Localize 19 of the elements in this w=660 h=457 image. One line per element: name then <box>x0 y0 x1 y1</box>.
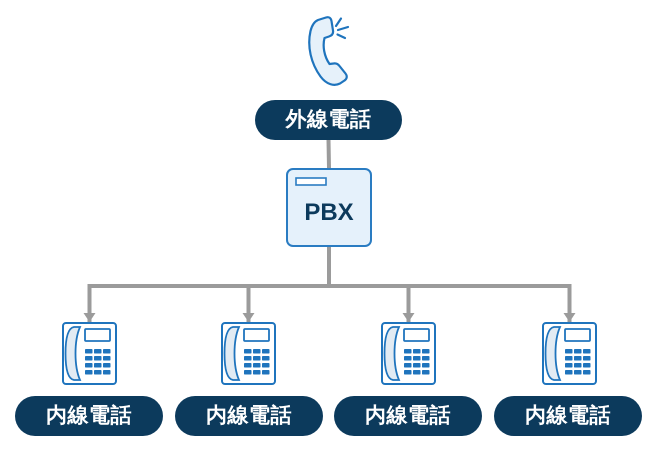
arrow <box>408 284 576 322</box>
connector-line <box>248 284 329 288</box>
arrow <box>402 286 414 322</box>
external-line-label: 外線電話 <box>255 100 402 140</box>
arrow <box>242 286 254 322</box>
extension-line-label: 内線電話 <box>334 396 482 436</box>
pbx-label: PBX <box>304 199 354 227</box>
extension-line-label: 内線電話 <box>15 396 163 436</box>
extension-line-label: 内線電話 <box>494 396 642 436</box>
connector-line <box>329 284 408 288</box>
desk-phone-icon <box>381 322 436 385</box>
connector-line <box>327 247 331 286</box>
extension-line-label: 内線電話 <box>175 396 323 436</box>
connector-line <box>326 140 331 168</box>
arrow <box>84 284 248 322</box>
desk-phone-icon <box>542 322 597 385</box>
desk-phone-icon <box>62 322 117 385</box>
desk-phone-icon <box>221 322 276 385</box>
pbx-box <box>286 168 372 247</box>
